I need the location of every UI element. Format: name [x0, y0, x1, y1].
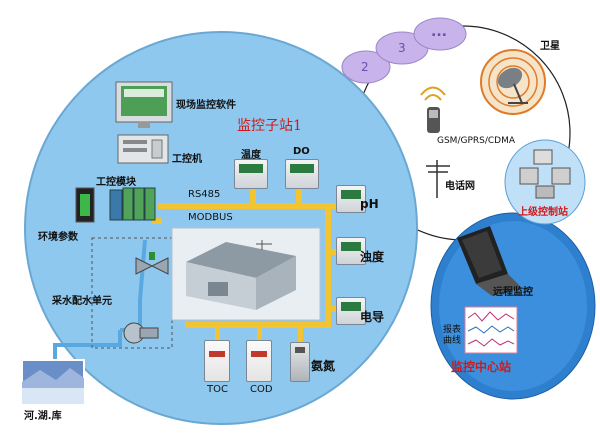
turbidity-sensor	[336, 237, 366, 265]
bubble-2	[341, 50, 391, 84]
ph-label: pH	[360, 197, 379, 211]
cod-label: COD	[250, 384, 273, 395]
site-software-monitor-icon	[115, 81, 173, 128]
ipc-module-label: 工控模块	[96, 177, 136, 188]
upper-station-monitors-icon	[519, 149, 571, 199]
report-curve-label: 报表 曲线	[443, 325, 462, 346]
upper-station-label: 上级控制站	[518, 207, 568, 218]
bubble-more-label: ...	[431, 24, 447, 40]
temperature-sensor	[234, 159, 268, 189]
conductivity-label: 电导	[360, 310, 385, 324]
water-source-label: 河.湖.库	[24, 411, 62, 422]
gsm-label: GSM/GPRS/CDMA	[437, 136, 516, 146]
ipc-module-icon	[109, 187, 156, 221]
do-sensor	[285, 159, 319, 189]
bubble-3-label: 3	[398, 41, 406, 55]
remote-monitor-label: 远程监控	[493, 287, 533, 298]
center-station-label: 监控中心站	[451, 360, 512, 374]
cod-analyzer	[246, 340, 272, 382]
pump-icon	[123, 322, 159, 344]
satellite-label: 卫星	[540, 41, 560, 52]
conductivity-sensor	[336, 297, 366, 325]
monitoring-room-illustration	[171, 227, 321, 321]
watermark-text: 知乎 @迈德施环保科技	[414, 406, 549, 421]
upper-station-circle	[504, 139, 586, 225]
valve-icon	[135, 252, 169, 275]
ammonia-analyzer	[290, 342, 310, 382]
turbidity-label: 浊度	[360, 250, 385, 264]
ph-sensor	[336, 185, 366, 213]
bubble-2-label: 2	[361, 60, 369, 74]
telephone-pole-icon	[426, 160, 450, 198]
toc-label: TOC	[207, 384, 228, 395]
ammonia-label: 氨氮	[311, 359, 336, 373]
laptop-icon	[457, 226, 522, 296]
sub-station-title: 监控子站1	[237, 118, 302, 134]
satellite-icon	[480, 49, 546, 115]
ipc-tower-icon	[117, 134, 169, 164]
modbus-label: MODBUS	[188, 212, 233, 223]
water-source-illustration	[21, 359, 85, 405]
report-curve-panel	[464, 306, 518, 354]
toc-analyzer	[204, 340, 230, 382]
phone-net-label: 电话网	[445, 181, 475, 192]
do-label: DO	[293, 146, 310, 157]
env-params-label: 环境参数	[38, 232, 78, 243]
water-unit-label: 采水配水单元	[52, 296, 112, 307]
site-software-label: 现场监控软件	[176, 100, 236, 111]
gsm-phone-icon	[420, 86, 446, 133]
bubble-more	[413, 17, 467, 51]
ipc-label: 工控机	[172, 154, 202, 165]
temperature-label: 温度	[241, 150, 261, 161]
rs485-label: RS485	[188, 189, 221, 200]
